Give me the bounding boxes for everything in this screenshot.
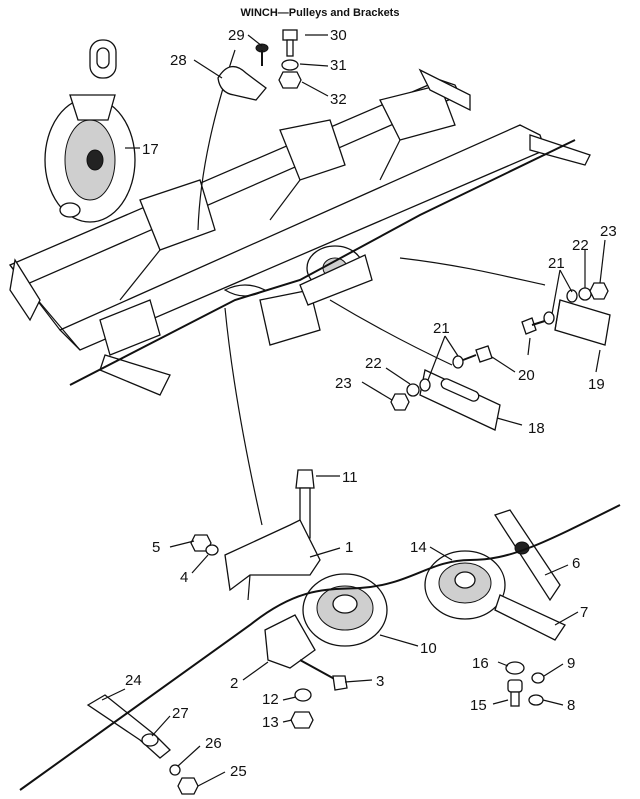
part-24-guide-arm (86, 694, 171, 759)
callout-5: 5 (152, 539, 160, 556)
part-1-bracket (224, 519, 321, 601)
callout-17: 17 (142, 141, 159, 158)
callout-24: 24 (125, 672, 142, 689)
part-2-bracket (264, 614, 316, 669)
callout-22-middle: 22 (365, 355, 382, 372)
diagram-title: WINCH—Pulleys and Brackets (240, 7, 400, 19)
part-13-nut (290, 711, 314, 729)
part-4-washer (205, 544, 219, 556)
part-26-washer (169, 764, 181, 776)
callout-27: 27 (172, 705, 189, 722)
part-27-block (141, 733, 159, 747)
callout-10: 10 (420, 640, 437, 657)
callout-3: 3 (376, 673, 384, 690)
leader-lines (101, 34, 606, 787)
chassis-frame (8, 68, 591, 396)
callout-26: 26 (205, 735, 222, 752)
callout-15: 15 (470, 697, 487, 714)
part-17-snatch-block (44, 39, 136, 223)
cable-fairlead (223, 284, 267, 297)
part-32-nut (278, 71, 302, 89)
callout-6: 6 (572, 555, 580, 572)
callout-11: 11 (342, 469, 358, 486)
callout-25: 25 (230, 763, 247, 780)
callout-16: 16 (472, 655, 489, 672)
callout-32: 32 (330, 91, 347, 108)
callout-20-right: 20 (518, 367, 535, 384)
callout-14: 14 (410, 539, 427, 556)
part-23-nut-middle (390, 393, 410, 411)
callout-23-right: 23 (600, 223, 617, 240)
part-20-bolt-middle (462, 345, 493, 363)
part-29-screw (255, 43, 269, 66)
part-23-nut-right (589, 282, 609, 300)
callout-12: 12 (262, 691, 279, 708)
callout-31: 31 (330, 57, 347, 74)
frame-pulley (299, 245, 373, 306)
part-9-washer (531, 672, 545, 684)
part-12-washer (294, 688, 312, 702)
callout-29: 29 (228, 27, 245, 44)
callout-18: 18 (528, 420, 545, 437)
part-11-bolt (295, 469, 315, 539)
part-31-washer (281, 59, 299, 71)
callout-7: 7 (580, 604, 588, 621)
callout-8: 8 (567, 697, 575, 714)
part-7-plate (494, 594, 566, 641)
callout-28: 28 (170, 52, 187, 69)
part-22-lockwasher-middle (406, 383, 420, 397)
part-18-slotted-plate (419, 369, 501, 431)
callout-23-middle: 23 (335, 375, 352, 392)
callout-22-right: 22 (572, 237, 589, 254)
callout-labels: 29 30 28 31 32 17 23 22 21 21 20 19 22 2… (125, 27, 617, 780)
part-21-washer-right (543, 289, 578, 325)
callout-21-middle: 21 (433, 320, 450, 337)
part-10-pulley (302, 573, 388, 647)
callout-13: 13 (262, 714, 279, 731)
part-25-screw (177, 777, 199, 795)
part-16-washer (505, 661, 525, 675)
callout-4: 4 (180, 569, 188, 586)
part-14-pulley (424, 550, 506, 620)
part-22-lockwasher-right (578, 287, 592, 301)
callout-30: 30 (330, 27, 347, 44)
callout-1: 1 (345, 539, 353, 556)
part-30-bolt (282, 29, 298, 57)
lower-winch-cable (19, 504, 621, 791)
winch-cable (69, 139, 576, 386)
part-3-bolt (299, 659, 348, 691)
callout-2: 2 (230, 675, 238, 692)
callout-9: 9 (567, 655, 575, 672)
part-15-bolt (507, 679, 523, 707)
part-8-screw (528, 694, 544, 706)
callout-21-right: 21 (548, 255, 565, 272)
callout-19: 19 (588, 376, 605, 393)
part-19-plate (554, 299, 611, 346)
part-21-washer-middle (419, 355, 464, 392)
part-28-clamp (217, 66, 267, 101)
